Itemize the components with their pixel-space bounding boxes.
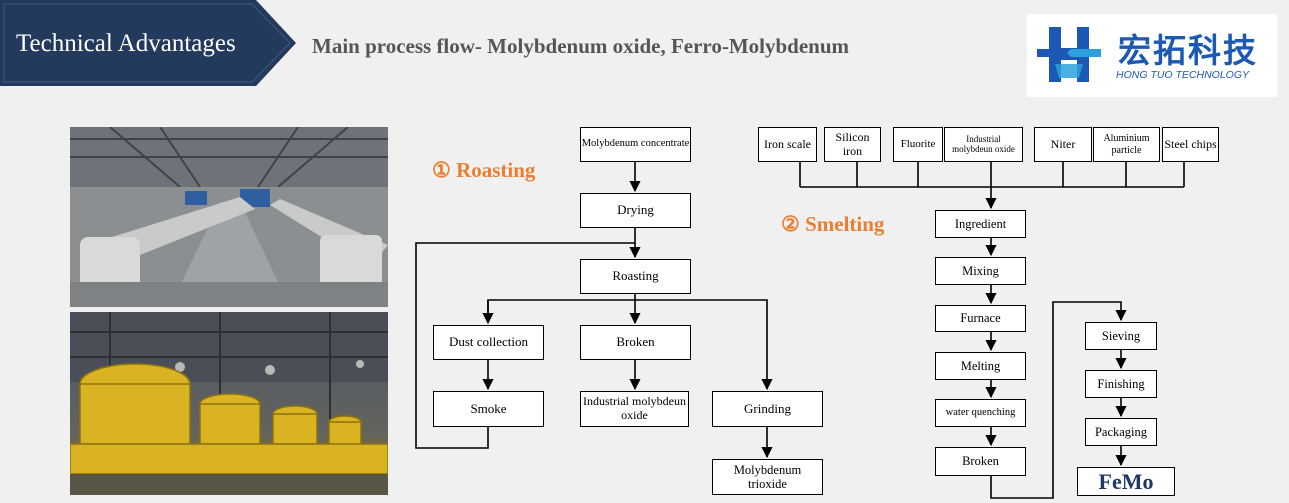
input-steel-chips-label: Steel chips [1164, 136, 1217, 151]
rotary-kiln-photo [70, 127, 388, 307]
input-niter-label: Niter [1050, 136, 1076, 151]
logo-text-cn: 宏拓科技 [1118, 31, 1258, 70]
input-aluminium-particle-label: Aluminium particle [1103, 133, 1150, 156]
section-tab-label: Technical Advantages [16, 30, 236, 57]
molybdenum-concentrate-box: Molybdenum concentrate [580, 127, 691, 162]
input-fluorite-box: Fluorite [893, 127, 943, 162]
input-iron-scale-label: Iron scale [764, 136, 811, 151]
sieving-label: Sieving [1101, 328, 1141, 343]
sieving-box: Sieving [1085, 322, 1157, 350]
packaging-label: Packaging [1094, 424, 1148, 439]
roasting-label: Roasting [612, 268, 659, 284]
logo-mark-icon [1037, 27, 1101, 82]
roasting-box: Roasting [580, 259, 691, 294]
femo-product-box: FeMo [1077, 467, 1175, 496]
input-fluorite-label: Fluorite [900, 138, 936, 151]
finishing-box: Finishing [1085, 370, 1157, 398]
broken-box: Broken [580, 325, 691, 360]
input-iron-scale-box: Iron scale [758, 127, 817, 162]
smoke-label: Smoke [470, 400, 507, 416]
industrial-molybdeun-oxide-label: Industrial molybdeun oxide [583, 394, 686, 422]
input-aluminium-particle-box: Aluminium particle [1093, 127, 1160, 162]
input-silicon-iron-box: Silicon iron [824, 127, 881, 162]
smelting-broken-box: Broken [935, 447, 1026, 476]
roasting-heading: ① Roasting [432, 158, 536, 182]
dust-collection-box: Dust collection [433, 325, 544, 360]
grinding-box: Grinding [712, 391, 823, 427]
logo-text-en: HONG TUO TECHNOLOGY [1116, 69, 1250, 81]
mixing-box: Mixing [935, 257, 1026, 285]
broken-label: Broken [616, 334, 655, 350]
ingredient-label: Ingredient [954, 216, 1007, 231]
water-quenching-box: water quenching [935, 399, 1026, 427]
ingredient-box: Ingredient [935, 210, 1026, 238]
input-niter-box: Niter [1034, 127, 1092, 162]
input-silicon-iron-label: Silicon iron [835, 129, 870, 158]
molybdenum-trioxide-box: Molybdenum trioxide [712, 459, 823, 495]
smelting-workshop-photo [70, 312, 388, 495]
drying-label: Drying [617, 202, 654, 218]
melting-box: Melting [935, 352, 1026, 380]
furnace-label: Furnace [960, 311, 1001, 326]
grinding-label: Grinding [744, 400, 791, 416]
smelting-workshop-illustration [70, 312, 388, 495]
smelting-broken-label: Broken [962, 454, 999, 469]
drying-box: Drying [580, 193, 691, 228]
input-industrial-oxide-label: Industrial molybdeun oxide [952, 133, 1015, 154]
dust-collection-label: Dust collection [448, 334, 529, 350]
input-steel-chips-box: Steel chips [1162, 127, 1219, 162]
finishing-label: Finishing [1097, 376, 1145, 391]
input-industrial-oxide-box: Industrial molybdeun oxide [944, 127, 1023, 162]
melting-label: Melting [960, 358, 1001, 373]
femo-product-label: FeMo [1098, 468, 1154, 494]
rotary-kiln-illustration [70, 127, 388, 307]
molybdenum-trioxide-label: Molybdenum trioxide [733, 462, 802, 491]
smelting-heading: ② Smelting [781, 212, 885, 236]
smoke-box: Smoke [433, 391, 544, 427]
packaging-box: Packaging [1085, 418, 1157, 446]
section-tab-shape [0, 0, 296, 86]
mixing-label: Mixing [962, 263, 999, 278]
molybdenum-concentrate-label: Molybdenum concentrate [581, 138, 690, 150]
industrial-molybdeun-oxide-box: Industrial molybdeun oxide [580, 391, 689, 427]
section-tab: Technical Advantages [0, 0, 300, 86]
furnace-box: Furnace [935, 305, 1026, 332]
page-title: Main process flow- Molybdenum oxide, Fer… [312, 34, 850, 58]
company-logo: 宏拓科技 HONG TUO TECHNOLOGY [1027, 14, 1277, 97]
water-quenching-label: water quenching [945, 407, 1016, 419]
